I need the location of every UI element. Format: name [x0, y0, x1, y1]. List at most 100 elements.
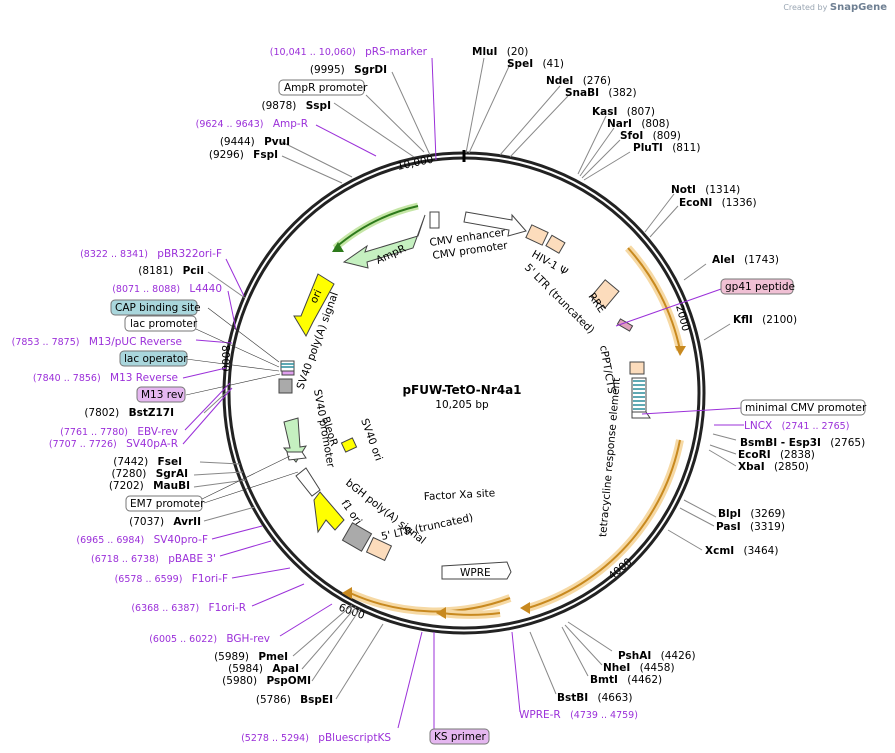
svg-text:LNCX (2741 .. 2765): LNCX (2741 .. 2765)	[744, 420, 849, 432]
cmv-enhancer-feature	[463, 211, 527, 237]
feature-labels: (10,041 .. 10,060) pRS-marker (9624 .. 9…	[12, 46, 850, 744]
feature-name: L4440	[189, 283, 222, 295]
feature-pos: (7853 .. 7875)	[12, 337, 80, 348]
svg-text:(5989) PmeI: (5989) PmeI	[214, 651, 288, 663]
site-pos: (4426)	[661, 650, 696, 662]
svg-text:(5786) BspEI: (5786) BspEI	[256, 694, 333, 706]
factor-xa-label: Factor Xa site	[424, 487, 496, 503]
site-pos: (382)	[608, 87, 636, 99]
orf-arrowhead-1	[675, 346, 686, 356]
lac-hatch	[281, 363, 294, 368]
bgh-box	[341, 522, 373, 552]
site-name: PspOMI	[266, 675, 311, 687]
ampr-promoter-box	[429, 211, 440, 229]
feature-pos: (7840 .. 7856)	[33, 373, 101, 384]
svg-text:(8071 .. 8088) L4440: (8071 .. 8088) L4440	[112, 283, 222, 295]
svg-text:BstBI (4663): BstBI (4663)	[557, 692, 632, 704]
site-pos: (7280)	[111, 468, 146, 480]
svg-text:(9624 .. 9643) Amp-R: (9624 .. 9643) Amp-R	[196, 118, 308, 130]
site-name: EcoRI	[738, 449, 771, 461]
svg-text:XcmI (3464): XcmI (3464)	[705, 545, 778, 557]
site-pos: (1314)	[705, 184, 740, 196]
feature-pos: (6578 .. 6599)	[115, 574, 183, 585]
feature-pos: (5278 .. 5294)	[241, 733, 309, 744]
created-by-text: Created by	[783, 3, 828, 12]
svg-text:PasI (3319): PasI (3319)	[716, 521, 785, 533]
tick-label-10000: 10,000	[396, 154, 434, 173]
svg-text:(9995) SgrDI: (9995) SgrDI	[310, 64, 387, 76]
ltr-box	[545, 234, 566, 254]
site-name: PluTI	[633, 142, 663, 154]
site-name: NotI	[671, 184, 696, 196]
site-pos: (809)	[653, 130, 681, 142]
feature-name: SV40pA-R	[126, 438, 178, 450]
feature-shapes	[278, 211, 651, 580]
site-name: BstBI	[557, 692, 588, 704]
sv40ori-label: SV40 ori	[358, 417, 384, 463]
svg-text:BsmBI - Esp3I (2765): BsmBI - Esp3I (2765)	[740, 437, 865, 449]
site-pos: (1743)	[744, 254, 779, 266]
tick-label-8000: 8000	[219, 345, 231, 372]
hiv-psi-box	[525, 224, 549, 246]
svg-text:NotI (1314): NotI (1314)	[671, 184, 740, 196]
boxed-labels: AmpR promoter CAP binding site lac promo…	[110, 79, 867, 745]
site-pos: (4458)	[640, 662, 675, 674]
lac-promoter-label: lac promoter	[130, 318, 198, 330]
svg-text:BlpI (3269): BlpI (3269)	[718, 508, 785, 520]
site-pos: (20)	[507, 46, 529, 58]
feature-name: WPRE-R	[519, 709, 561, 721]
svg-text:(7853 .. 7875) M13/pUC Reverse: (7853 .. 7875) M13/pUC Reverse	[12, 336, 182, 348]
svg-text:PshAI (4426): PshAI (4426)	[618, 650, 696, 662]
site-pos: (7442)	[113, 456, 148, 468]
svg-text:(7802) BstZ17I: (7802) BstZ17I	[84, 407, 174, 419]
svg-text:NdeI (276): NdeI (276)	[546, 75, 611, 87]
site-pos: (2765)	[830, 437, 865, 449]
snapgene-logo-text: SnapGene	[829, 2, 887, 13]
tre-hatch	[633, 380, 645, 410]
feature-pos: (9624 .. 9643)	[196, 119, 264, 130]
feature-name: F1ori-F	[192, 573, 228, 585]
site-name: NheI	[603, 662, 630, 674]
site-pos: (3464)	[744, 545, 779, 557]
site-pos: (7202)	[109, 480, 144, 492]
feature-pos: (6965 .. 6984)	[76, 535, 144, 546]
connector-lines	[184, 307, 299, 504]
site-name: BsmBI - Esp3I	[740, 437, 821, 449]
site-pos: (41)	[542, 58, 564, 70]
right-site-labels: MluI (20) SpeI (41) NdeI (276) SnaBI (38…	[472, 46, 865, 704]
site-pos: (7037)	[129, 516, 164, 528]
site-pos: (8181)	[138, 265, 173, 277]
svg-text:EcoNI (1336): EcoNI (1336)	[679, 197, 757, 209]
site-name: MluI	[472, 46, 497, 58]
snapgene-branding: Created by SnapGene	[783, 2, 887, 13]
feature-name: pBluescriptKS	[318, 732, 391, 744]
site-leader-lines	[193, 57, 737, 700]
feature-pos: (4739 .. 4759)	[570, 710, 638, 721]
sv40-prom-feature	[286, 451, 307, 461]
em7-feature	[295, 467, 321, 497]
svg-text:(7707 .. 7726) SV40pA-R: (7707 .. 7726) SV40pA-R	[49, 438, 178, 450]
site-pos: (5984)	[228, 663, 263, 675]
svg-text:(10,041 .. 10,060) pRS-marker: (10,041 .. 10,060) pRS-marker	[270, 46, 428, 58]
site-name: EcoNI	[679, 197, 712, 209]
site-pos: (9878)	[261, 100, 296, 112]
site-pos: (5989)	[214, 651, 249, 663]
feature-pos: (6368 .. 6387)	[131, 603, 199, 614]
feature-leader-lines	[182, 57, 744, 730]
site-pos: (7802)	[84, 407, 119, 419]
plasmid-name: pFUW-TetO-Nr4a1	[402, 383, 521, 397]
site-name: SfoI	[620, 130, 643, 142]
svg-text:NheI (4458): NheI (4458)	[603, 662, 675, 674]
ks-primer-label: KS primer	[434, 731, 486, 743]
feature-pos: (6718 .. 6738)	[91, 554, 159, 565]
svg-text:(7202) MauBI: (7202) MauBI	[109, 480, 190, 492]
site-pos: (9296)	[209, 149, 244, 161]
svg-text:NarI (808): NarI (808)	[607, 118, 670, 130]
ori-label: ori	[308, 288, 325, 305]
site-pos: (9444)	[220, 136, 255, 148]
feature-pos: (7707 .. 7726)	[49, 439, 117, 450]
site-pos: (9995)	[310, 64, 345, 76]
em7-promoter-label: EM7 promoter	[130, 498, 205, 510]
svg-text:(5980) PspOMI: (5980) PspOMI	[222, 675, 311, 687]
